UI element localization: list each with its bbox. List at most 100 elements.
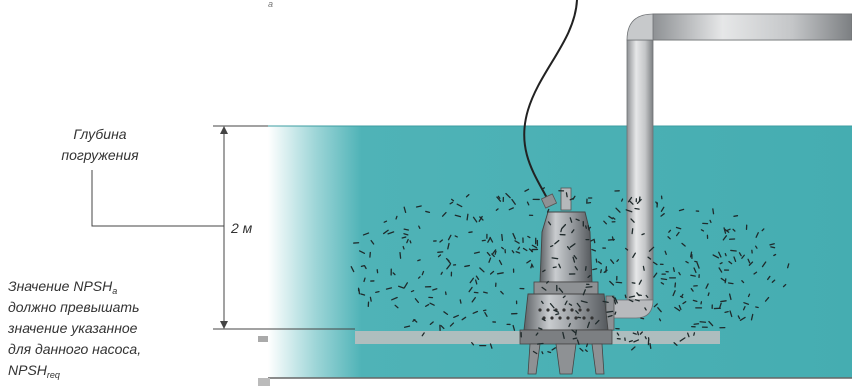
particle <box>479 216 484 221</box>
particle <box>561 223 567 230</box>
particle <box>647 256 652 260</box>
particle <box>580 300 588 304</box>
particle <box>607 238 615 241</box>
particle <box>597 261 602 265</box>
particle <box>415 205 422 208</box>
particle <box>652 261 658 266</box>
particle <box>720 300 727 303</box>
particle <box>362 232 370 236</box>
particle <box>637 294 642 297</box>
particle <box>767 275 771 281</box>
particle <box>410 290 415 293</box>
particle <box>360 265 365 268</box>
particle <box>491 253 495 258</box>
particle <box>726 228 731 232</box>
particle <box>747 258 751 264</box>
particle <box>471 341 475 346</box>
particle <box>498 259 503 266</box>
particle <box>387 231 395 235</box>
particle <box>395 215 398 220</box>
particle <box>568 322 571 328</box>
particle <box>584 265 587 271</box>
particle <box>401 236 407 239</box>
particle <box>488 257 492 263</box>
particle <box>587 226 592 230</box>
particle <box>552 266 557 269</box>
particle <box>572 337 578 340</box>
particle <box>750 313 754 321</box>
particle <box>718 251 722 258</box>
particle <box>527 235 531 239</box>
particle <box>692 299 698 303</box>
particle <box>501 246 505 250</box>
particle <box>572 195 576 200</box>
particle <box>705 283 709 289</box>
particle <box>645 294 649 298</box>
particle <box>576 302 581 308</box>
particle <box>540 300 544 305</box>
particle <box>560 228 563 233</box>
particle <box>468 286 473 293</box>
particle <box>728 260 733 265</box>
particle <box>402 245 405 250</box>
particle <box>748 261 754 266</box>
particle <box>724 310 729 314</box>
particle <box>696 262 700 269</box>
particle <box>511 198 516 205</box>
particle <box>584 349 588 353</box>
particle <box>679 337 686 342</box>
particle <box>456 203 463 208</box>
particle <box>660 206 665 212</box>
particle <box>447 259 452 265</box>
top-fragment-label: a <box>268 0 274 9</box>
particle <box>515 251 521 254</box>
particle <box>541 318 546 322</box>
particle <box>773 253 777 257</box>
particle <box>558 287 564 293</box>
submersion-depth-line1: Глубина <box>73 126 127 142</box>
particle <box>761 228 765 232</box>
particle <box>573 254 578 260</box>
particle <box>664 250 667 255</box>
particle <box>724 253 727 257</box>
particle <box>614 311 617 315</box>
particle <box>363 265 367 270</box>
particle <box>558 263 562 269</box>
particle <box>593 238 596 244</box>
particle <box>678 208 685 212</box>
particle <box>399 251 402 259</box>
particle <box>741 280 745 284</box>
particle <box>538 327 543 330</box>
particle <box>392 272 396 276</box>
particle <box>489 343 493 349</box>
particle <box>660 278 668 281</box>
particle <box>514 240 520 244</box>
particle <box>574 266 578 271</box>
particle <box>565 192 568 198</box>
particle <box>417 276 421 279</box>
npsh-note-line4: для данного насоса, <box>8 341 142 357</box>
particle <box>454 214 462 218</box>
particle <box>641 233 645 236</box>
particle <box>628 295 636 298</box>
particle <box>624 294 627 299</box>
particle <box>440 271 443 275</box>
particle <box>403 206 407 214</box>
particle <box>554 239 560 245</box>
particle <box>536 342 544 345</box>
particle <box>755 232 759 238</box>
particle <box>441 211 447 217</box>
particle <box>584 225 588 229</box>
particle <box>454 235 458 238</box>
particle <box>530 264 533 269</box>
particle <box>634 299 640 302</box>
particle <box>610 259 615 264</box>
particle <box>605 266 608 273</box>
particle <box>550 245 554 248</box>
particle <box>461 316 467 321</box>
particle <box>668 229 672 233</box>
particle <box>658 318 662 322</box>
particle <box>473 251 480 254</box>
particle <box>682 301 687 305</box>
particle <box>453 314 459 319</box>
